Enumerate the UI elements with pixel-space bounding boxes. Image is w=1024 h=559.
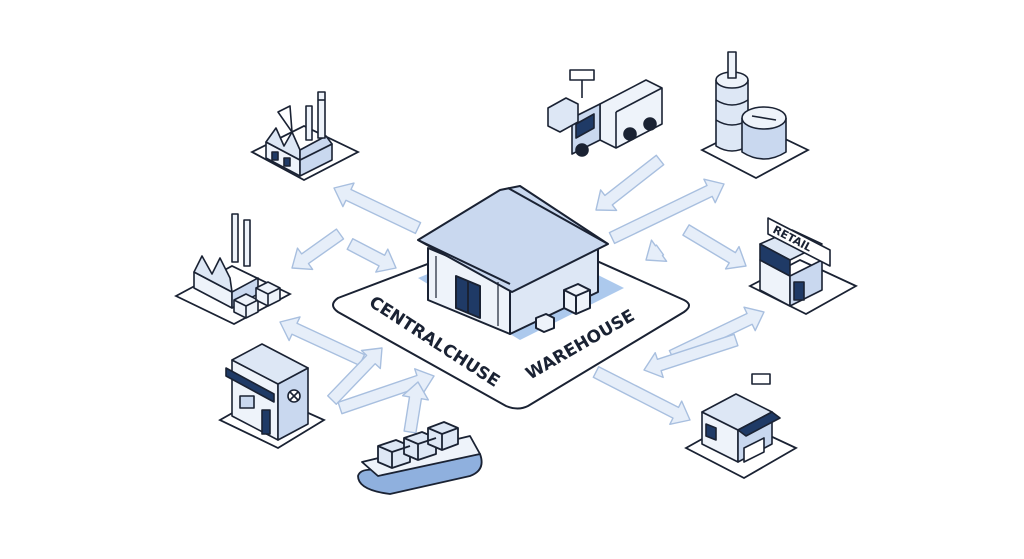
warehouse-icon xyxy=(417,185,609,335)
arrow-small-retail xyxy=(645,239,668,262)
arrow-truck-to-hub xyxy=(595,154,665,212)
arrow-ship-loop xyxy=(401,381,429,434)
node-retail: RETAIL xyxy=(748,217,858,316)
connection-arrows xyxy=(279,154,765,434)
arrow-store-to-hub xyxy=(327,347,383,405)
factory-icon xyxy=(265,91,333,177)
arrow-to-factory xyxy=(333,182,422,235)
arrow-to-storage xyxy=(608,178,725,245)
factory-boxes-icon xyxy=(193,213,281,319)
arrow-retail-return xyxy=(643,333,739,379)
node-factory-with-boxes xyxy=(174,213,292,326)
node-cargo-ship xyxy=(357,421,483,495)
truck-icon xyxy=(547,69,663,157)
central-warehouse-hub: CENTRALCHUSE WAREHOUSE xyxy=(332,185,690,410)
arrow-to-factory-boxes xyxy=(291,228,345,271)
node-delivery-truck xyxy=(547,69,663,157)
node-factory xyxy=(250,91,361,182)
arrow-to-kiosk xyxy=(592,366,691,425)
node-store xyxy=(218,343,326,450)
ship-icon xyxy=(357,421,483,495)
retail-store-icon xyxy=(759,217,831,307)
node-kiosk xyxy=(684,373,798,480)
node-data-storage xyxy=(700,51,810,180)
store-icon xyxy=(225,343,309,441)
arrow-from-factory-boxes xyxy=(346,237,397,273)
arrow-to-store xyxy=(279,316,366,367)
kiosk-icon xyxy=(701,373,781,463)
database-icon xyxy=(715,51,787,160)
arrow-to-retail xyxy=(682,224,747,270)
